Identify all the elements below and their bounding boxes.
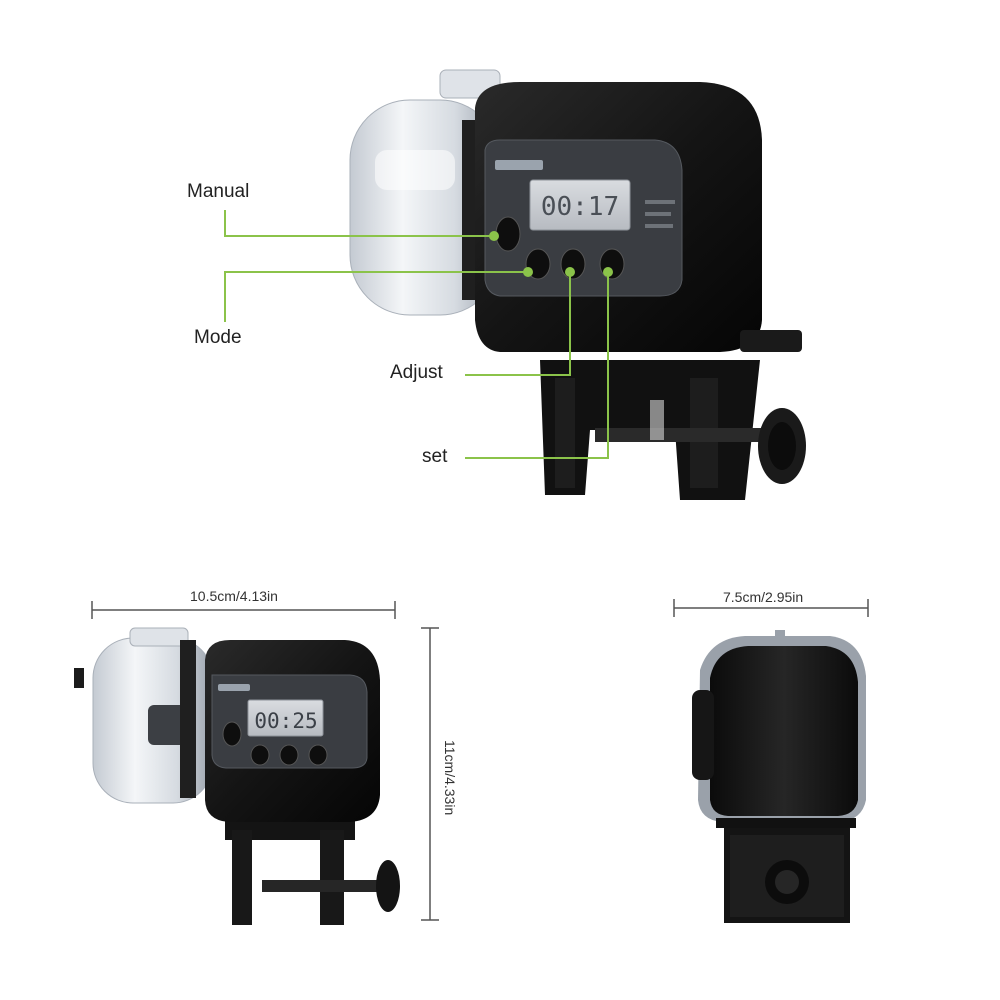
adjust-label: Adjust xyxy=(390,362,443,383)
adjust-callout-dot xyxy=(565,267,575,277)
mode-callout-dot xyxy=(523,267,533,277)
depth-dimension-label: 7.5cm/2.95in xyxy=(723,589,804,605)
manual-callout-line xyxy=(224,210,494,237)
callout-dots xyxy=(489,231,613,277)
height-dimension-label: 11cm/4.33in xyxy=(442,740,458,816)
main-lcd-readout: 00:17 xyxy=(541,192,619,222)
callout-lines xyxy=(224,210,609,459)
set-callout-line xyxy=(465,272,609,459)
width-dimension-line xyxy=(91,601,396,619)
mode-label: Mode xyxy=(194,327,242,348)
mode-callout-line xyxy=(224,271,528,322)
height-dimension-line xyxy=(421,627,439,921)
side-lcd-readout: 00:25 xyxy=(254,709,317,733)
manual-callout-dot xyxy=(489,231,499,241)
set-callout-dot xyxy=(603,267,613,277)
main-feeder: 00:17 xyxy=(224,69,806,500)
set-label: set xyxy=(422,446,448,467)
manual-button[interactable] xyxy=(495,216,521,252)
depth-dimension-line xyxy=(673,599,869,617)
main-clamp xyxy=(540,360,806,500)
main-body: 00:17 xyxy=(475,82,802,352)
width-dimension-label: 10.5cm/4.13in xyxy=(190,588,278,604)
manual-label: Manual xyxy=(187,181,250,202)
side-view-feeder: 00:25 xyxy=(74,601,439,925)
back-view-feeder xyxy=(673,599,869,923)
adjust-callout-line xyxy=(465,272,571,376)
